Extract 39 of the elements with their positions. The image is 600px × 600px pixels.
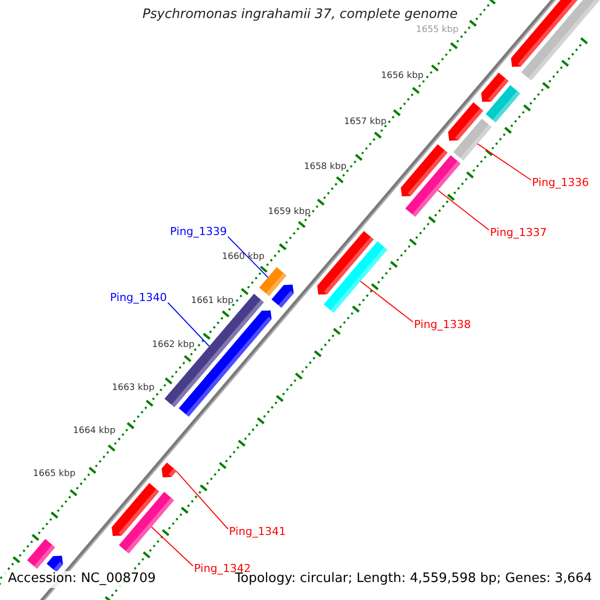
leader-line [176, 470, 228, 530]
gene-bar [405, 155, 461, 217]
gene-label: Ping_1337 [490, 227, 547, 240]
gene-bar [118, 492, 174, 554]
gene-bar [317, 231, 374, 295]
leader-line [150, 526, 194, 566]
scale-label: 1656 kbp [381, 71, 424, 82]
map-title: Psychromonas ingrahamii 37, complete genome [141, 8, 459, 23]
scale-label: 1664 kbp [73, 426, 116, 436]
scale-label: 1663 kbp [112, 383, 154, 394]
gene-bar [162, 462, 177, 478]
gene-bar [259, 267, 287, 296]
scale-label: 1661 kbp [191, 296, 234, 306]
scale-label: 1665 kbp [33, 469, 76, 480]
gene-bar [521, 0, 600, 81]
scale-label: 1662 kbp [152, 340, 194, 350]
gene-label: Ping_1341 [229, 526, 286, 539]
scale-label: 1657 kbp [344, 117, 386, 128]
scale-label: 1660 kbp [222, 252, 264, 262]
gene-bar [46, 556, 63, 572]
gene-label: Ping_1340 [110, 292, 167, 305]
gene-bar [272, 284, 294, 308]
gene-label: Ping_1336 [532, 177, 589, 190]
gene-bar [178, 310, 272, 417]
scale-label: 1658 kbp [304, 162, 346, 172]
gene-bar [112, 483, 160, 536]
scale-label: 1659 kbp [268, 207, 310, 218]
gene-bar [400, 144, 448, 196]
gene-label: Ping_1338 [414, 319, 471, 332]
gene-bar [324, 241, 388, 313]
scale-label: 1655 kbp [416, 25, 458, 36]
gene-bar [486, 85, 520, 122]
gene-bar [453, 118, 492, 161]
leader-line [476, 143, 532, 180]
gene-bar [481, 72, 509, 102]
gene-bar [448, 102, 484, 141]
gene-label: Ping_1339 [170, 226, 227, 239]
gene-bar [27, 538, 56, 569]
gene-bar [511, 0, 579, 67]
